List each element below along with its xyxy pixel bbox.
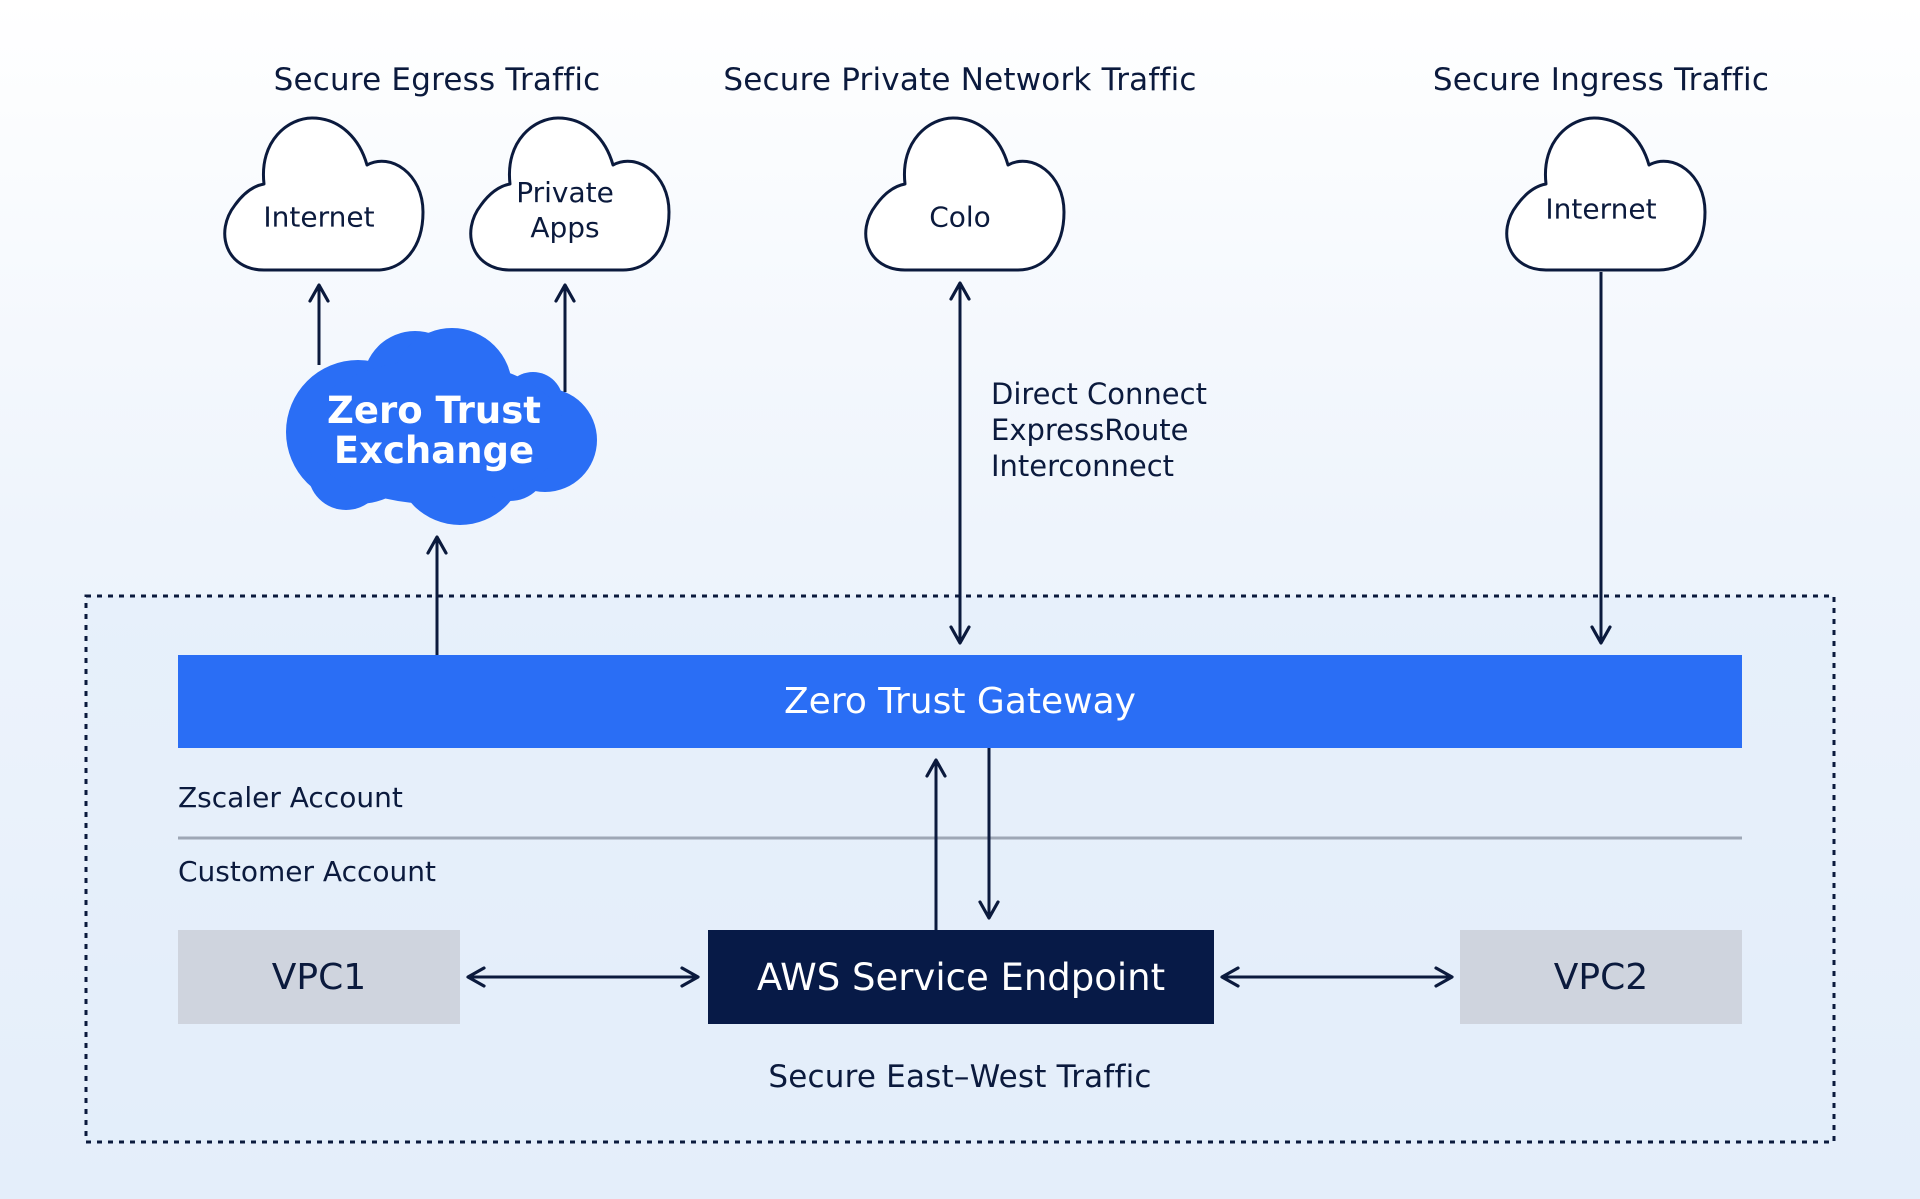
vpc1: VPC1 — [178, 930, 460, 1024]
egress-internet-label: Internet — [263, 200, 375, 234]
zte-label-line1: Zero Trust — [327, 389, 541, 432]
private-apps-label-line1: Private — [516, 176, 614, 209]
egress-section-title: Secure Egress Traffic — [273, 62, 601, 98]
zero-trust-gateway-label: Zero Trust Gateway — [784, 681, 1136, 722]
cloud-private-apps — [469, 116, 671, 272]
connection-direct-connect: Direct Connect — [991, 377, 1207, 411]
private-apps-label: Private Apps — [516, 175, 614, 245]
cloud-ingress-internet — [1505, 116, 1707, 272]
aws-service-endpoint-box — [708, 930, 1214, 1024]
private-apps-label-line2: Apps — [530, 211, 600, 244]
cloud-colo — [864, 116, 1066, 272]
connection-types: Direct Connect ExpressRoute Interconnect — [991, 376, 1207, 484]
customer-account-label: Customer Account — [178, 855, 436, 888]
aws-service-endpoint: AWS Service Endpoint — [708, 930, 1214, 1024]
ingress-section-title: Secure Ingress Traffic — [1432, 62, 1770, 98]
zero-trust-gateway: Zero Trust Gateway — [178, 655, 1742, 748]
zero-trust-exchange-cloud — [286, 328, 597, 525]
east-west-section-title: Secure East–West Traffic — [768, 1059, 1152, 1095]
connection-interconnect: Interconnect — [991, 449, 1175, 483]
connection-expressroute: ExpressRoute — [991, 413, 1189, 447]
zte-label-line2: Exchange — [333, 429, 535, 472]
zscaler-account-label: Zscaler Account — [178, 781, 403, 814]
zero-trust-exchange-label: Zero Trust Exchange — [327, 391, 541, 471]
cloud-egress-internet — [223, 116, 425, 272]
vpc2-box — [1460, 930, 1742, 1024]
aws-service-endpoint-label: AWS Service Endpoint — [756, 955, 1166, 999]
vpc1-label: VPC1 — [271, 956, 367, 998]
ingress-internet-label: Internet — [1545, 192, 1657, 226]
vpc1-box — [178, 930, 460, 1024]
vpc2: VPC2 — [1460, 930, 1742, 1024]
vpc2-label: VPC2 — [1553, 956, 1649, 998]
zero-trust-gateway-bar — [178, 655, 1742, 748]
private-network-section-title: Secure Private Network Traffic — [723, 62, 1197, 98]
colo-label: Colo — [929, 200, 991, 234]
